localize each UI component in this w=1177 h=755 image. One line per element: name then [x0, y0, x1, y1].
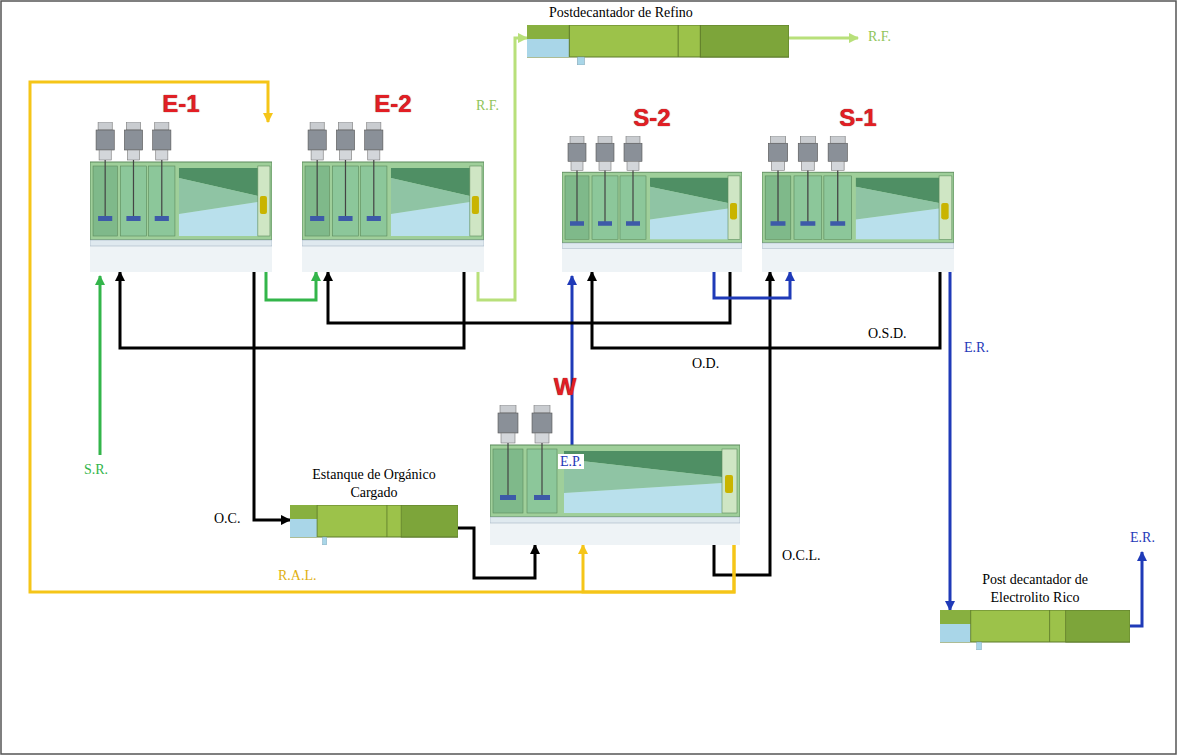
stream-label: R.F. [866, 29, 893, 44]
mixer-settler: W [490, 405, 740, 545]
equipment-drawing [290, 505, 458, 545]
flow-line [714, 272, 790, 298]
flow-line [949, 272, 952, 610]
stream-label: R.F. [474, 98, 501, 113]
settler-tank: Postdecantador de Refino [527, 25, 789, 65]
mixer-settler: S-2 [562, 136, 742, 272]
equipment-drawing [562, 136, 742, 272]
stream-label: E.R. [962, 340, 991, 355]
unit-label: E-1 [90, 90, 272, 118]
flow-line [478, 38, 527, 300]
er-outlet [1130, 552, 1142, 626]
equipment-drawing [527, 25, 789, 65]
stream-label: S.R. [82, 462, 110, 477]
tank-title: Postdecantador de Refino [549, 4, 693, 22]
flow-line [266, 272, 316, 300]
flow-line [254, 272, 290, 520]
mixer-settler: S-1 [762, 136, 954, 272]
unit-label: E-2 [302, 90, 484, 118]
stream-label: O.C.L. [780, 548, 823, 563]
unit-label: S-2 [562, 104, 742, 132]
stream-label: O.C. [212, 511, 242, 526]
mixer-settler: E-1 [90, 122, 272, 272]
ep-inlet [571, 276, 574, 448]
stream-label: O.D. [690, 356, 721, 371]
stream-label: E.P. [558, 454, 584, 469]
settler-tank: Post decantador de Electrolito Rico [940, 610, 1130, 650]
mixer-settler: E-2 [302, 122, 484, 272]
unit-label: W [545, 373, 585, 401]
flow-line [592, 272, 940, 348]
flow-line [583, 545, 734, 592]
stream-label: E.R. [1128, 530, 1157, 545]
stream-label: O.S.D. [866, 326, 909, 341]
stream-label: R.A.L. [276, 568, 319, 583]
tank-title: Post decantador de Electrolito Rico [940, 571, 1130, 606]
equipment-drawing [302, 122, 484, 272]
unit-label: S-1 [762, 104, 954, 132]
flow-line [328, 272, 730, 323]
storage-tank: Estanque de Orgánico Cargado [290, 505, 458, 545]
sr-inlet [99, 276, 102, 455]
flow-line [120, 272, 464, 348]
equipment-drawing [762, 136, 954, 272]
equipment-drawing [90, 122, 272, 272]
tank-title: Estanque de Orgánico Cargado [290, 466, 458, 501]
equipment-drawing [940, 610, 1130, 650]
equipment-drawing [490, 405, 740, 545]
refino-outlet [789, 37, 858, 40]
